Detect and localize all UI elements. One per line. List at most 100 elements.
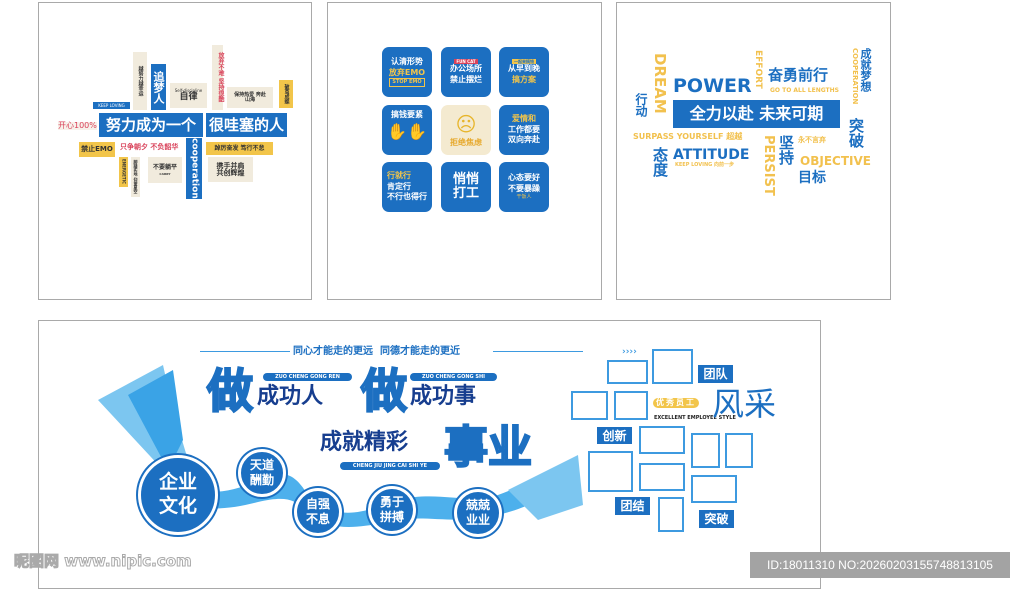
zuo-character-1: 做	[206, 364, 254, 418]
photo-frame	[725, 433, 753, 468]
tile-line: 从早到晚	[508, 63, 540, 73]
power-word: POWER	[673, 75, 752, 97]
no-lying-flat: 不要躺平	[152, 163, 177, 171]
tile-line: 悄悄	[452, 171, 479, 187]
action-text: 行动	[634, 93, 648, 117]
objective-cn-text: 目标	[798, 170, 826, 186]
success-thing-text: 成功事	[410, 384, 477, 409]
tile-badge: FUN CAT	[454, 58, 478, 64]
tile-line: 心态要好	[508, 172, 540, 182]
success-person-text: 成功人	[257, 384, 324, 409]
zuo-character-2: 做	[360, 364, 408, 418]
tile-line: 行就行	[387, 170, 411, 180]
no-lying-flat-card: 不要躺平 CARRY	[148, 157, 182, 183]
photo-frame	[691, 433, 720, 468]
site-watermark: 昵图网 www.nipic.com	[14, 552, 193, 570]
pinyin-thing-pill: ZUO CHENG GONG SHI	[410, 373, 497, 381]
self-discipline-cn: 自律	[179, 92, 198, 102]
tile-line: 工作都要	[508, 124, 540, 134]
tile-line: 搞钱要紧	[391, 110, 423, 119]
breakthrough-text: 突破	[847, 118, 865, 148]
brave-text: 奋勇前行	[768, 66, 829, 84]
tile-line: 肯定行	[387, 181, 411, 191]
career-text: 事业	[443, 422, 533, 473]
persist-red-text: 放弃不难 坚持很酷	[212, 45, 224, 110]
worried-face-icon: ☹	[455, 112, 477, 137]
persist-word: PERSIST	[761, 135, 776, 196]
main-slogan-box: 全力以赴 未来可期	[673, 100, 840, 128]
achieve-text: 成就精彩	[320, 430, 409, 455]
tile-can-do: 行就行肯定行不行也得行	[382, 162, 432, 212]
tile-line: 打工	[452, 186, 479, 201]
headline-left: 努力成为一个	[99, 113, 203, 137]
slogan-line-right	[493, 351, 583, 352]
attitude-cn-text: 态度	[651, 147, 669, 177]
tile-line: 禁止摆烂	[450, 74, 482, 84]
strive-tag: 踔厉奋发 笃行不怠	[206, 142, 273, 155]
excellent-employee-badge: 优秀员工	[653, 398, 699, 408]
photo-frame	[614, 391, 648, 420]
achieve-text: 成就梦想	[859, 48, 872, 92]
style-cn-text: 风采	[712, 385, 777, 423]
ribbon-flag-dark	[128, 370, 183, 470]
small-vertical-b: 脚踏实地 仰望星空	[131, 157, 140, 197]
go-lengths-text: GO TO ALL LENGTHS	[770, 87, 839, 94]
happy-text: 开心100%	[58, 121, 97, 130]
high-five-icon: ✋✋	[387, 121, 427, 141]
tile-line: 不行也得行	[387, 192, 427, 202]
ribbon-tail	[508, 455, 583, 520]
small-vertical-a: 越努力越幸运	[133, 52, 147, 110]
tile-line: 认清形势	[391, 56, 423, 66]
headline-right: 很哇塞的人	[206, 113, 287, 137]
yellow-vertical-tag: 破茧成蝶	[279, 80, 293, 108]
keep-love-card: 保持热爱 奔赴山海	[227, 87, 273, 108]
breakthrough-label: 突破	[699, 510, 734, 528]
style-en-text: EXCELLENT EMPLOYEE STYLE	[654, 415, 736, 421]
carry-label: CARRY	[159, 171, 171, 176]
tile-anxiety: ☹拒绝焦虑	[441, 105, 491, 155]
self-discipline-en: Self-discipline	[174, 88, 203, 93]
tile-line: 干饭人	[516, 194, 532, 201]
arrows-icon: ››››	[622, 347, 637, 357]
keep-loving-tag: KEEP LOVING	[93, 102, 130, 109]
innovate-label: 创新	[597, 427, 632, 444]
never-give-up-text: 永不言弃	[798, 136, 826, 144]
photo-frame	[571, 391, 608, 420]
tile-badge: 一起来搞钱	[512, 58, 536, 64]
seize-text: 只争朝夕 不负韶华	[120, 143, 179, 151]
chase-dream-tag: 追梦人	[151, 64, 166, 110]
surpass-cn: 超越	[726, 132, 743, 141]
circle-diligence: 天道 酬勤	[238, 449, 286, 497]
dream-word: DREAM	[651, 53, 669, 114]
energetic-tag: ENERGETIC	[119, 157, 128, 187]
step-forward-cn: 向前一步	[714, 162, 735, 168]
tile-line: 办公场所	[450, 63, 482, 73]
tile-money: 搞钱要紧 ✋✋	[382, 105, 432, 155]
circle-courage: 勇于 拼搏	[368, 486, 416, 534]
top-slogan: 同心才能走的更远 同德才能走的更近	[293, 346, 460, 357]
photo-frame	[588, 451, 633, 492]
tile-line: 搞方案	[512, 74, 536, 84]
tile-line: 双向奔赴	[508, 135, 540, 145]
pinyin-career-pill: CHENG JIU JING CAI SHI YE	[340, 462, 440, 470]
design-panel-typography	[616, 2, 891, 300]
surpass-en: SURPASS YOURSELF	[633, 132, 724, 141]
persist-cn-text: 坚持	[777, 135, 795, 165]
circle-dedication: 兢兢 业业	[454, 489, 502, 537]
circle-corporate-culture: 企业 文化	[138, 455, 218, 535]
photo-frame	[652, 349, 693, 384]
attitude-word: ATTITUDE	[673, 147, 750, 163]
keep-loving-en: KEEP LOVING	[675, 162, 713, 168]
no-emo-tag: 禁止EMO	[79, 142, 115, 157]
image-id-badge: ID:18011310 NO:20260203155748813105	[750, 552, 1010, 578]
pinyin-person-pill: ZUO CHENG GONG REN	[263, 373, 352, 381]
tile-line: 放弃EMO	[388, 67, 426, 77]
photo-frame	[639, 426, 685, 454]
photo-frame	[658, 497, 684, 532]
photo-frame	[639, 463, 685, 491]
cooperation-tag: cooperation	[186, 138, 202, 199]
self-discipline-card: Self-discipline 自律	[170, 83, 207, 108]
unite-label: 团结	[615, 497, 650, 515]
